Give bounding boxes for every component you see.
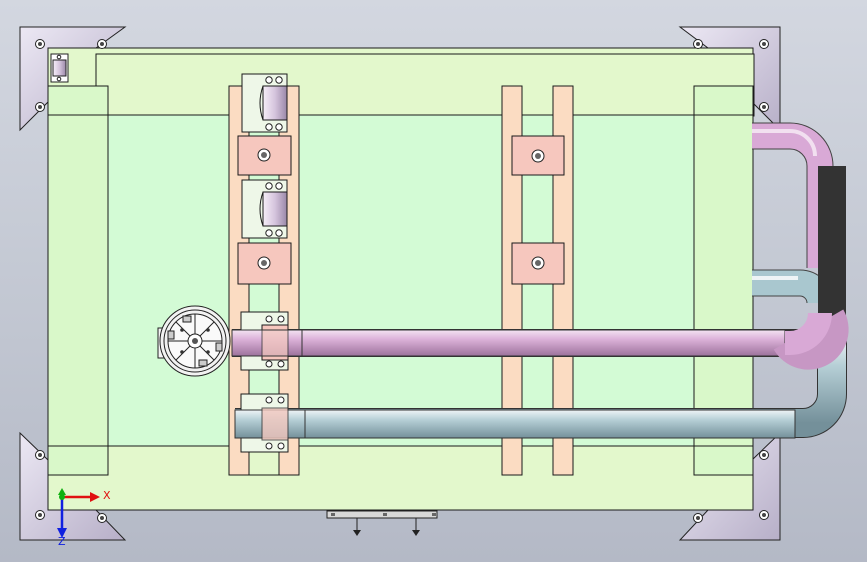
bolt-icon (35, 450, 45, 460)
pipe-clamp-icon[interactable] (234, 393, 306, 453)
bolt-icon (97, 513, 107, 523)
clamp-block[interactable] (511, 242, 565, 285)
fan-valve-icon[interactable] (157, 305, 231, 377)
bolt-icon (759, 450, 769, 460)
bottom-connector (326, 510, 438, 536)
clamp-block[interactable] (237, 242, 292, 285)
bolt-icon (35, 102, 45, 112)
bolt-icon (35, 39, 45, 49)
pipe-clamp-icon[interactable] (231, 311, 303, 371)
bolt-icon (759, 510, 769, 520)
pipe-clamp-icon[interactable] (241, 73, 288, 133)
clamp-block[interactable] (511, 135, 565, 176)
pipe-clamp-icon (50, 53, 69, 83)
axis-x-label: X (103, 489, 111, 502)
clamp-block[interactable] (237, 135, 292, 176)
bolt-icon (693, 513, 703, 523)
bolt-icon (693, 39, 703, 49)
pipe-pink-long[interactable] (231, 166, 849, 370)
side-rail-left (47, 85, 109, 476)
bolt-icon (759, 39, 769, 49)
pipe-upper-loop[interactable] (752, 122, 834, 268)
bolt-icon (759, 102, 769, 112)
bolt-icon (35, 510, 45, 520)
pipe-clamp-icon[interactable] (241, 179, 288, 239)
base-plate-top-band (95, 53, 755, 117)
inner-panel[interactable] (107, 114, 695, 447)
axis-triad-icon: X Z (57, 488, 111, 548)
bolt-icon (97, 39, 107, 49)
axis-z-label: Z (58, 535, 66, 548)
